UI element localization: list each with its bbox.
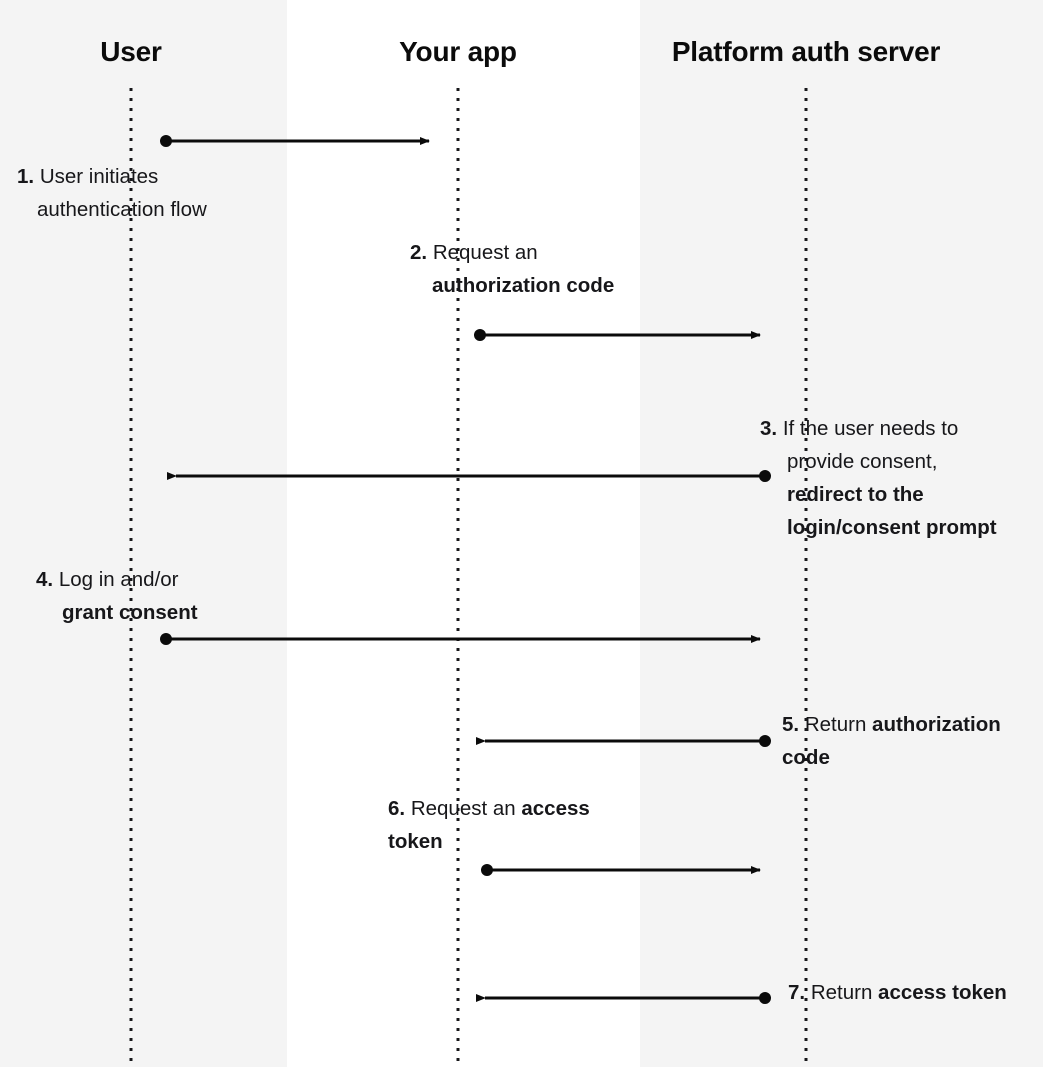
step-label-4: 4. Log in and/or grant consent: [36, 563, 286, 629]
step-text-1: User initiates: [39, 165, 159, 188]
step-number-1: 1.: [17, 165, 35, 188]
step-number-4: 4.: [36, 568, 54, 591]
step-label-1: 1. User initiates authentication flow: [17, 160, 277, 226]
step-text-3: If the user needs to: [782, 417, 959, 440]
step-text-3-line2: provide consent,: [787, 450, 938, 473]
column-band-user: [0, 0, 287, 1067]
column-band-server: [640, 0, 1043, 1067]
step-number-7: 7.: [788, 981, 806, 1004]
step-text-1-line2: authentication flow: [37, 198, 207, 221]
column-title-user: User: [100, 36, 162, 67]
step-number-6: 6.: [388, 797, 406, 820]
column-title-app: Your app: [399, 36, 517, 67]
step-text-5: Return: [804, 713, 867, 736]
step-text-7-bold: access token: [878, 981, 1007, 1004]
step-label-3: 3. If the user needs to provide consent,…: [760, 412, 1005, 544]
step-number-3: 3.: [760, 417, 778, 440]
step-number-5: 5.: [782, 713, 800, 736]
step-text-6-bold: access token: [388, 797, 590, 853]
step-text-7: Return: [810, 981, 873, 1004]
column-band-app: [287, 0, 640, 1067]
step-text-5-bold: authorization code: [782, 713, 1001, 769]
step-label-6: 6. Request an access token: [388, 792, 638, 858]
step-text-6: Request an: [410, 797, 516, 820]
step-text-3-bold: redirect to the login/consent prompt: [787, 483, 997, 539]
step-text-2: Request an: [432, 241, 538, 264]
step-text-2-bold: authorization code: [432, 274, 615, 297]
step-text-4: Log in and/or: [58, 568, 179, 591]
column-title-server: Platform auth server: [671, 36, 941, 67]
step-label-2: 2. Request an authorization code: [410, 236, 710, 302]
step-number-2: 2.: [410, 241, 428, 264]
step-label-5: 5. Return authorization code: [782, 708, 1042, 774]
step-label-7: 7. Return access token: [788, 976, 1038, 1009]
step-text-4-bold: grant consent: [62, 601, 198, 624]
